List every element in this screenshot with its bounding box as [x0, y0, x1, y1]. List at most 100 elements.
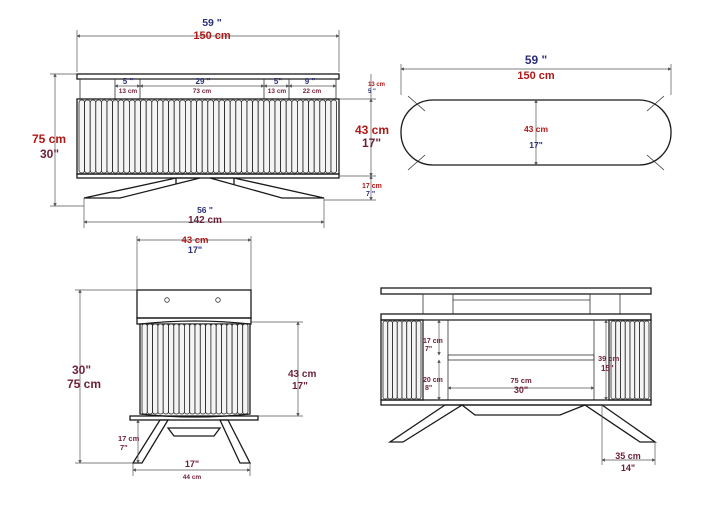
- flute-slat: [173, 323, 180, 415]
- flute-slat: [629, 320, 636, 400]
- side-fluted-panel: [141, 323, 249, 415]
- side-body-in: 17": [292, 381, 308, 392]
- flute-slat: [218, 99, 225, 174]
- side-base-cm: 44 cm: [183, 474, 202, 481]
- flute-slat: [162, 99, 169, 174]
- right-in: 9 ": [305, 77, 316, 86]
- back-leg-cm: 35 cm: [615, 451, 641, 461]
- flute-slat: [236, 323, 244, 415]
- drawer-right-cm: 13 cm: [268, 88, 287, 95]
- body-cm: 43 cm: [355, 123, 389, 137]
- side-leg-in: 7": [120, 443, 128, 452]
- flute-slat: [634, 320, 640, 400]
- back-leg-left: [387, 404, 465, 443]
- flute-slat: [319, 99, 326, 174]
- flute-slat: [207, 99, 214, 174]
- flute-slat: [201, 99, 209, 174]
- flute-slat: [240, 99, 248, 174]
- flute-slat: [392, 320, 398, 400]
- back-upper-cm: 17 cm: [423, 338, 443, 345]
- flute-slat: [411, 320, 417, 400]
- leg-right: [209, 177, 325, 199]
- back-bottom-rail: [380, 399, 652, 406]
- back-middle-shelf: [447, 354, 595, 361]
- back-height-in: 15": [601, 364, 614, 373]
- base-cm: 142 cm: [188, 215, 222, 226]
- flute-slat: [639, 320, 645, 400]
- flute-slat: [285, 99, 293, 174]
- flute-slat: [401, 320, 408, 400]
- flute-slat: [268, 99, 276, 174]
- flute-slat: [162, 323, 169, 415]
- flute-slat: [128, 99, 136, 174]
- flute-slat: [78, 99, 85, 174]
- top-depth-cm: 43 cm: [524, 124, 549, 134]
- flute-slat: [173, 99, 181, 174]
- back-leg-bridge: [460, 404, 586, 416]
- side-body-cm: 43 cm: [288, 369, 316, 380]
- flute-slat: [123, 99, 130, 174]
- flute-slat: [263, 99, 270, 174]
- flute-slat: [624, 320, 631, 400]
- flute-slat: [231, 323, 238, 415]
- leg-projection: [646, 154, 665, 171]
- flute-slat: [151, 99, 158, 174]
- flute-slat: [387, 320, 393, 400]
- side-base-in: 17": [185, 459, 199, 469]
- flute-slat: [313, 99, 321, 174]
- top-depth-in: 17": [529, 140, 543, 150]
- back-inner-cm: 75 cm: [510, 376, 532, 385]
- flute-slat: [95, 99, 102, 174]
- body-in: 17": [362, 136, 381, 150]
- flute-slat: [101, 99, 108, 174]
- flute-slat: [210, 323, 217, 415]
- leg-in: 7 ": [366, 191, 375, 198]
- flute-slat: [106, 99, 113, 174]
- drawer-knob: [164, 297, 170, 303]
- side-depth-cm: 43 cm: [182, 235, 209, 246]
- side-height-in: 30": [72, 363, 91, 377]
- side-view: 43 cm 17" 30" 75 cm 17 cm 7" 43 cm 17": [67, 235, 316, 481]
- flute-slat: [415, 320, 422, 400]
- back-drawer-left: [422, 293, 454, 315]
- back-tabletop: [380, 287, 652, 295]
- flute-slat: [296, 99, 304, 174]
- flute-slat: [196, 99, 203, 174]
- drawer-left-in: 5 ": [123, 77, 134, 86]
- flute-slat: [224, 99, 231, 174]
- side-top: [136, 289, 252, 319]
- side-height-cm: 75 cm: [67, 377, 101, 391]
- front-width-in: 59 ": [202, 17, 222, 29]
- flute-slat: [146, 323, 154, 415]
- flute-slat: [212, 99, 220, 174]
- back-leg-right: [582, 404, 658, 443]
- front-view: 59 " 150 cm 5 " 13 cm 29 " 73 cm 5" 13 c…: [32, 17, 389, 228]
- flute-slat: [215, 323, 222, 415]
- flute-slat: [183, 323, 191, 415]
- flute-slat: [308, 99, 315, 174]
- drawer-right-in: 5": [274, 77, 282, 86]
- flute-slat: [406, 320, 412, 400]
- shelf-cm: 73 cm: [193, 88, 212, 95]
- back-drawer-right: [589, 293, 621, 315]
- front-height-in: 30": [40, 147, 59, 161]
- shelf-in: 29 ": [196, 77, 211, 86]
- flute-slat: [382, 320, 389, 400]
- flute-slat: [274, 99, 281, 174]
- flute-slat: [194, 323, 201, 415]
- fluted-panel: [78, 99, 337, 174]
- flute-slat: [229, 99, 237, 174]
- back-view: 17 cm 7" 20 cm 8" 75 cm 30" 39 cm 15" 35…: [380, 287, 658, 473]
- flute-slat: [168, 323, 175, 415]
- back-height-cm: 39 cm: [598, 354, 620, 363]
- leg-projection: [407, 154, 426, 171]
- flute-slat: [190, 99, 197, 174]
- top-width-cm: 150 cm: [517, 70, 555, 82]
- flute-slat: [152, 323, 159, 415]
- flute-slat: [330, 99, 337, 174]
- back-lower-cm: 20 cm: [423, 377, 443, 384]
- flute-slat: [396, 320, 403, 400]
- back-inner-in: 30": [514, 385, 528, 395]
- top-width-in: 59 ": [525, 53, 547, 67]
